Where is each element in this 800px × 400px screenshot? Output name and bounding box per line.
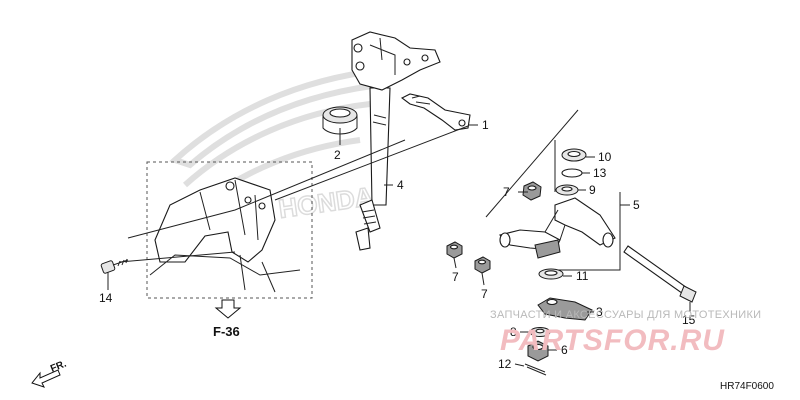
callout-6: 6	[561, 343, 568, 357]
bearing-10	[561, 148, 587, 162]
watermark-brand: PARTSFOR.RU	[500, 324, 725, 357]
steering-shaft	[355, 87, 391, 251]
steering-arm	[498, 197, 616, 259]
frame-section	[149, 177, 301, 293]
callout-4: 4	[397, 178, 404, 192]
nut-7-right	[474, 256, 491, 274]
front-label: FR.	[49, 358, 68, 374]
lower-arm-3	[537, 297, 593, 321]
callout-3: 3	[596, 305, 603, 319]
callout-7-upper: 7	[503, 185, 510, 199]
reference-label: F-36	[213, 324, 240, 339]
callout-11: 11	[576, 269, 589, 283]
reference-arrow	[214, 299, 242, 319]
nut-7-upper	[522, 181, 542, 201]
leader-lines	[107, 124, 691, 367]
callout-12: 12	[498, 357, 512, 371]
arm-assembly-box	[485, 109, 621, 276]
callout-15: 15	[682, 313, 696, 327]
cotter-pin-12	[524, 363, 547, 376]
callout-9: 9	[589, 183, 596, 197]
callout-7-left: 7	[452, 270, 459, 284]
callout-7-right: 7	[481, 287, 488, 301]
partsfor-watermark: ЗАПЧАСТИ И АКСЕССУАРЫ ДЛЯ МОТОТЕХНИКИ PA…	[490, 309, 761, 357]
callout-1: 1	[482, 118, 489, 132]
bolt-15	[623, 245, 697, 303]
nut-6	[527, 340, 549, 362]
callout-10: 10	[598, 150, 612, 164]
callout-14: 14	[99, 291, 113, 305]
front-direction-arrow: FR.	[31, 358, 68, 388]
shaft-upper-bracket	[351, 31, 441, 91]
watermark-tagline: ЗАПЧАСТИ И АКСЕССУАРЫ ДЛЯ МОТОТЕХНИКИ	[490, 309, 761, 321]
shaft-clamp	[400, 93, 471, 131]
drawing-code: HR74F0600	[720, 381, 774, 392]
frame-reference-box	[146, 161, 313, 299]
callout-5: 5	[633, 198, 640, 212]
callout-13: 13	[593, 166, 607, 180]
honda-logo-text: HONDA	[277, 181, 376, 224]
seal-13	[561, 168, 583, 178]
nut-7-left	[446, 241, 463, 259]
callout-8: 8	[510, 325, 517, 339]
seal-11	[538, 268, 564, 280]
callout-2: 2	[334, 148, 341, 162]
seal-9	[555, 184, 579, 196]
